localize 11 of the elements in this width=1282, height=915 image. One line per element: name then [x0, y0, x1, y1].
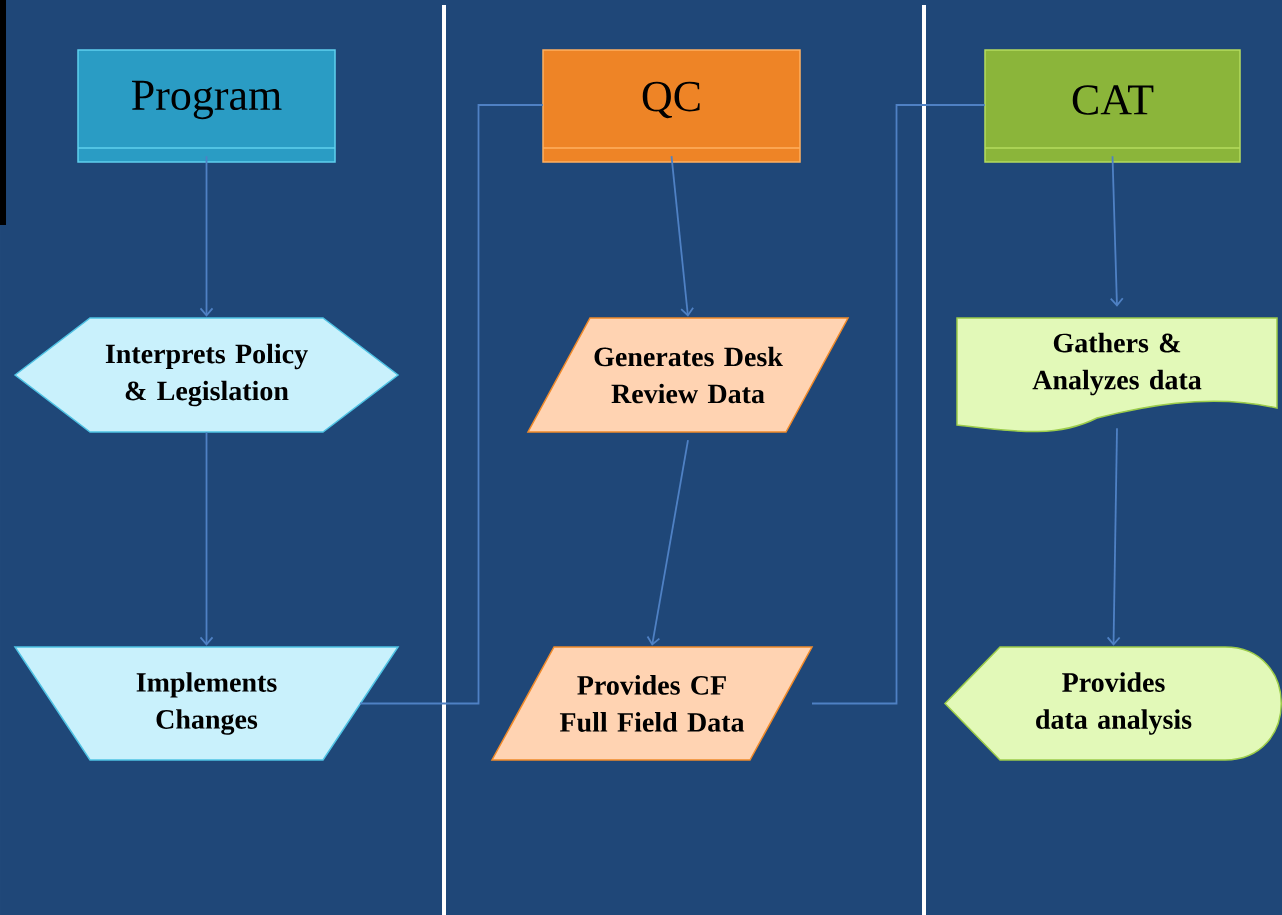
- connector: [1109, 155, 1124, 307]
- connector: [359, 104, 544, 705]
- lane-header: CAT: [984, 49, 1241, 163]
- lane-header: QC: [542, 49, 801, 163]
- connector: [646, 439, 689, 646]
- connector: [670, 155, 694, 317]
- connector: [199, 431, 214, 646]
- connector: [199, 155, 214, 317]
- connector: [811, 104, 986, 705]
- lane-header: Program: [77, 49, 336, 163]
- connector: [1106, 427, 1121, 646]
